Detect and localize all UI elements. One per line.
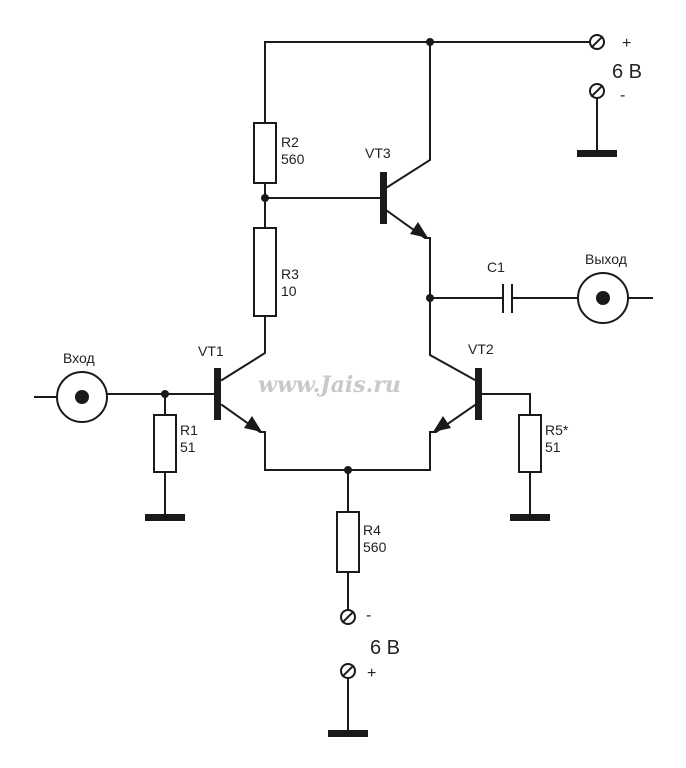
labels: R2 560 R3 10 R1 51 R5* 51 R4 560 C1 VT3 … <box>63 35 642 682</box>
label-r1-value: 51 <box>180 439 196 455</box>
ground-top-supply <box>577 150 617 157</box>
wire-vt1-emitter <box>220 403 477 471</box>
label-vt1: VT1 <box>198 343 224 359</box>
junction-r2-r3 <box>261 194 269 202</box>
vt2-emitter-arrow <box>433 416 451 432</box>
input-jack-center <box>75 390 89 404</box>
wire-top-rail <box>264 41 591 124</box>
transistors <box>214 172 482 432</box>
junctions <box>161 38 434 474</box>
label-vt3: VT3 <box>365 145 391 161</box>
resistors <box>153 122 542 573</box>
ground-r5 <box>510 514 550 521</box>
label-r4-name: R4 <box>363 522 381 538</box>
wire-vt2-base <box>479 393 531 416</box>
resistor-r2 <box>253 122 277 184</box>
junction-r1 <box>161 390 169 398</box>
vt1-emitter-arrow <box>244 416 262 432</box>
label-top-voltage: 6 В <box>612 61 642 83</box>
label-bottom-plus: + <box>367 665 376 682</box>
transistor-vt2-base <box>475 368 482 420</box>
terminals <box>340 34 605 679</box>
label-r5-value: 51 <box>545 439 561 455</box>
wire-vt1-collector <box>220 315 266 382</box>
jacks <box>56 272 629 423</box>
label-r3-value: 10 <box>281 283 297 299</box>
label-top-plus: + <box>622 35 631 52</box>
resistor-r4 <box>336 511 360 573</box>
label-output: Выход <box>585 251 627 267</box>
vt3-emitter-arrow <box>410 222 428 238</box>
ground-r1 <box>145 514 185 521</box>
junction-c1 <box>426 294 434 302</box>
label-input: Вход <box>63 350 95 366</box>
label-r4-value: 560 <box>363 539 387 555</box>
transistor-vt3-base <box>380 172 387 224</box>
transistor-vt1-base <box>214 368 221 420</box>
output-jack-center <box>596 291 610 305</box>
resistor-r5 <box>518 414 542 473</box>
label-c1: C1 <box>487 259 505 275</box>
terminal-top-minus-slash <box>590 84 604 98</box>
wire-vt3-collector <box>384 41 431 190</box>
watermark: www.Jais.ru <box>258 372 401 398</box>
resistor-r3 <box>253 227 277 317</box>
junction-r4 <box>344 466 352 474</box>
terminal-bottom-minus-slash <box>341 610 355 624</box>
label-r1-name: R1 <box>180 422 198 438</box>
label-r3-name: R3 <box>281 266 299 282</box>
terminal-top-plus-slash <box>590 35 604 49</box>
terminal-bottom-plus-slash <box>341 664 355 678</box>
label-top-minus: - <box>620 87 625 104</box>
label-bottom-minus: - <box>366 607 371 624</box>
label-r2-name: R2 <box>281 134 299 150</box>
ground-bottom-supply <box>328 730 368 737</box>
label-r5-name: R5* <box>545 422 569 438</box>
capacitor-c1 <box>502 284 513 313</box>
label-bottom-voltage: 6 В <box>370 637 400 659</box>
junction-top-rail <box>426 38 434 46</box>
wire-vt2-collector <box>429 349 477 382</box>
label-r2-value: 560 <box>281 151 305 167</box>
grounds <box>145 150 617 737</box>
resistor-r1 <box>153 414 177 473</box>
label-vt2: VT2 <box>468 341 494 357</box>
